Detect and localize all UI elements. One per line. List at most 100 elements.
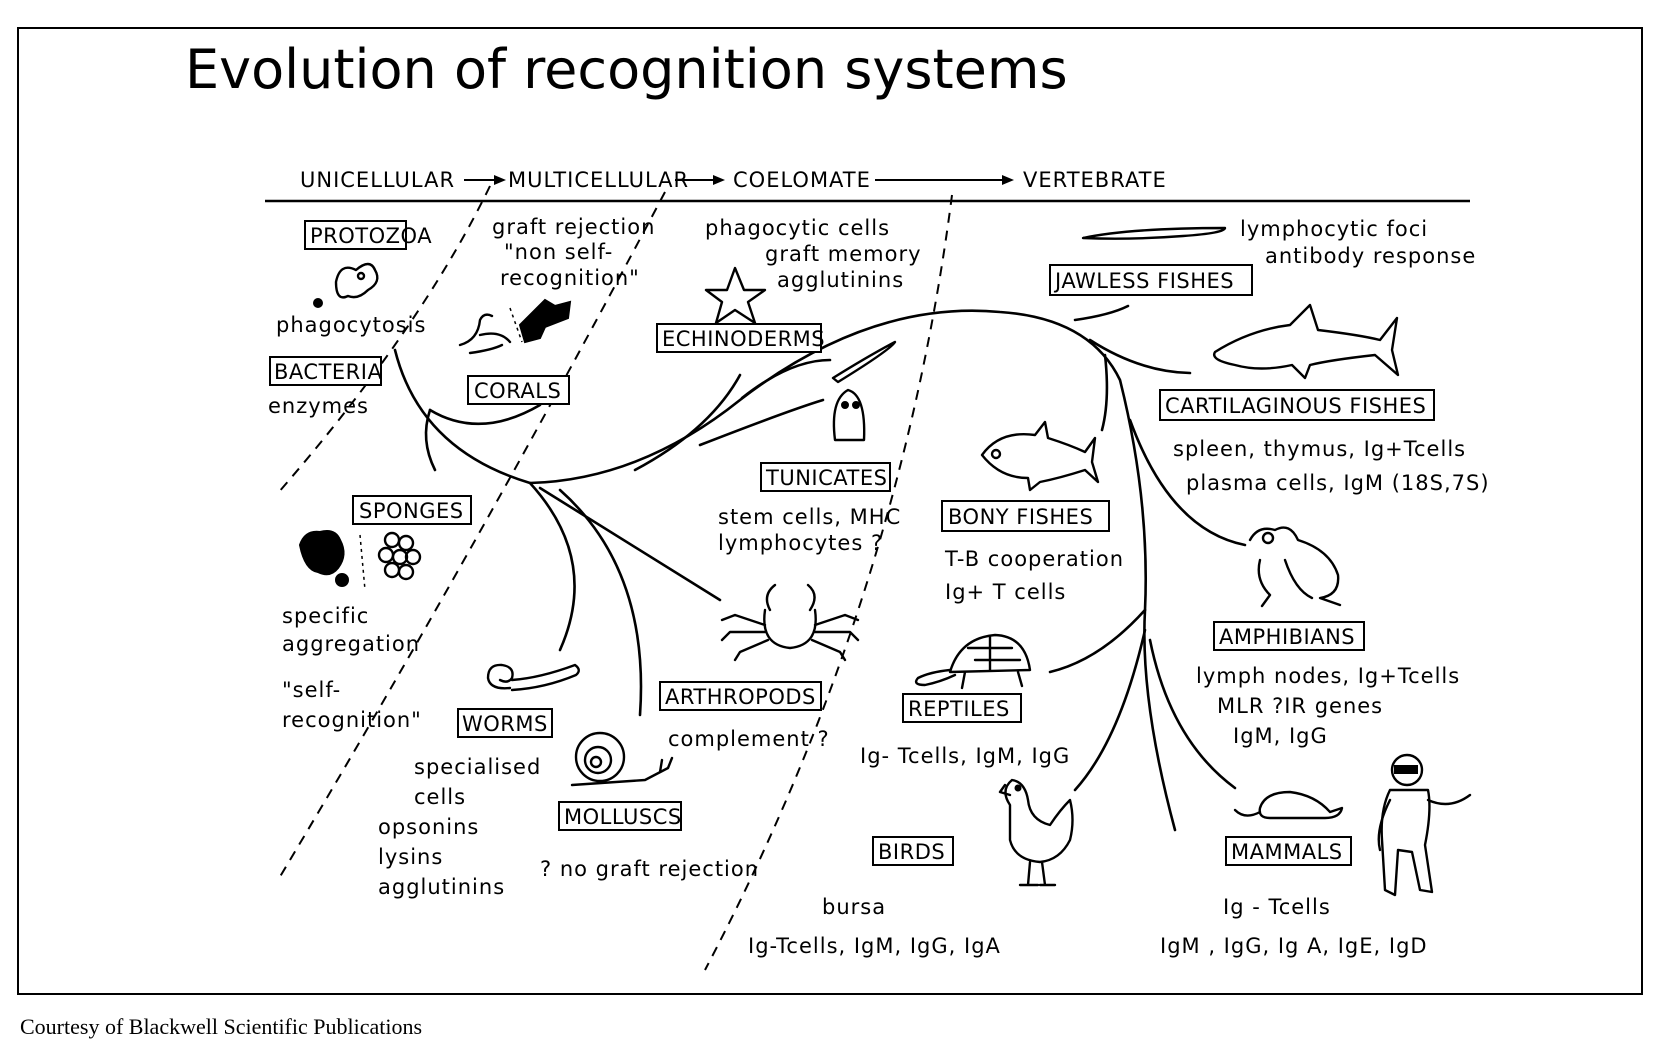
svg-text:BIRDS: BIRDS: [878, 840, 945, 864]
note-phagocytosis: phagocytosis: [276, 313, 426, 337]
note-agglutinins-1: agglutinins: [777, 268, 904, 292]
note-specific: specific: [282, 604, 369, 628]
group-protozoa: PROTOZOA: [304, 220, 432, 250]
credit-line: Courtesy of Blackwell Scientific Publica…: [20, 1014, 423, 1039]
svg-text:ECHINODERMS: ECHINODERMS: [662, 327, 825, 351]
note-antibody-response: antibody response: [1265, 244, 1476, 268]
boundary-unicellular: [277, 185, 491, 494]
boundary-coelomate: [704, 194, 953, 971]
arrow-3: [875, 175, 1014, 185]
phylogenetic-tree: [393, 304, 1247, 832]
note-stem-cells: stem cells, MHC: [718, 505, 901, 529]
group-corals: CORALS: [467, 375, 570, 405]
svg-text:JAWLESS FISHES: JAWLESS FISHES: [1053, 269, 1234, 293]
lancelet-icon: [831, 340, 897, 384]
recognition-evolution-diagram: Evolution of recognition systems UNICELL…: [17, 27, 1643, 995]
group-reptiles: REPTILES: [902, 693, 1022, 723]
note-cells: cells: [414, 785, 466, 809]
sponge-icon: [298, 530, 422, 591]
organism-illustrations: [298, 226, 1472, 897]
note-ig-t-birds: Ig-Tcells, IgM, IgG, IgA: [748, 934, 1001, 958]
svg-text:ARTHROPODS: ARTHROPODS: [665, 685, 816, 709]
lamprey-icon: [1081, 226, 1227, 240]
group-mammals: MAMMALS: [1225, 836, 1352, 866]
note-recognition-1: recognition": [500, 266, 640, 290]
note-self: "self-: [282, 678, 341, 702]
note-igm-igg-amph: IgM, IgG: [1233, 724, 1328, 748]
crab-icon: [720, 583, 860, 662]
branch-reptiles: [1048, 608, 1147, 674]
stage-vertebrate: VERTEBRATE: [1023, 168, 1167, 192]
note-graft-rejection: graft rejection: [492, 215, 655, 239]
group-echinoderms: ECHINODERMS: [656, 323, 825, 353]
note-igs-mammals: IgM , IgG, Ig A, IgE, IgD: [1160, 934, 1428, 958]
note-lysins: lysins: [378, 845, 443, 869]
note-ig-t-mammals: Ig - Tcells: [1223, 895, 1331, 919]
group-birds: BIRDS: [872, 836, 954, 866]
stage-boundaries: [277, 185, 953, 971]
branch-jawless: [1073, 304, 1130, 322]
diagram-title: Evolution of recognition systems: [185, 38, 1068, 101]
note-complement: complement ?: [668, 727, 830, 751]
stage-header: UNICELLULAR MULTICELLULAR COELOMATE VERT…: [265, 168, 1470, 203]
note-graft-memory: graft memory: [765, 242, 922, 266]
note-phagocytic-cells: phagocytic cells: [705, 216, 890, 240]
note-ig-t-reptiles: Ig- Tcells, IgM, IgG: [860, 744, 1070, 768]
group-labels: PROTOZOA BACTERIA CORALS ECHINODERMS SPO…: [269, 220, 1435, 866]
hen-icon: [998, 778, 1074, 887]
stage-unicellular: UNICELLULAR: [300, 168, 455, 192]
branch-mammals-right: [1148, 638, 1237, 790]
svg-text:SPONGES: SPONGES: [359, 499, 464, 523]
svg-text:CARTILAGINOUS FISHES: CARTILAGINOUS FISHES: [1165, 394, 1426, 418]
branch-bony: [1100, 353, 1109, 432]
svg-text:AMPHIBIANS: AMPHIBIANS: [1219, 625, 1355, 649]
boundary-multicellular: [277, 191, 666, 881]
group-molluscs: MOLLUSCS: [558, 801, 682, 831]
arrow-1: [464, 175, 506, 185]
note-specialised: specialised: [414, 755, 541, 779]
note-no-graft: ? no graft rejection: [540, 857, 759, 881]
shark-icon: [1213, 303, 1400, 380]
tunicate-icon: [832, 388, 866, 442]
group-cartilaginous-fishes: CARTILAGINOUS FISHES: [1159, 389, 1435, 421]
branch-molluscs: [558, 488, 643, 717]
group-bacteria: BACTERIA: [269, 356, 382, 386]
note-opsonins: opsonins: [378, 815, 479, 839]
svg-text:MAMMALS: MAMMALS: [1231, 840, 1343, 864]
branch-worms: [528, 481, 576, 652]
bony-fish-icon: [980, 420, 1100, 492]
worm-icon: [486, 663, 580, 692]
group-tunicates: TUNICATES: [760, 462, 891, 492]
note-recognition-2: recognition": [282, 708, 422, 732]
human-icon: [1377, 753, 1472, 897]
branch-corals: [428, 403, 542, 426]
branch-lancelet: [740, 358, 832, 400]
branch-birds: [1073, 628, 1147, 792]
stage-coelomate: COELOMATE: [733, 168, 871, 192]
note-non-self: "non self-: [504, 240, 613, 264]
frame: [17, 27, 1643, 995]
note-plasma-cells: plasma cells, IgM (18S,7S): [1186, 471, 1490, 495]
group-bony-fishes: BONY FISHES: [941, 500, 1110, 532]
group-worms: WORMS: [457, 708, 553, 738]
svg-text:BACTERIA: BACTERIA: [274, 360, 382, 384]
note-spleen: spleen, thymus, Ig+Tcells: [1173, 437, 1466, 461]
starfish-icon: [704, 266, 767, 325]
branch-tunicates: [698, 398, 825, 447]
protozoa-icon: [313, 262, 379, 308]
note-mlr: MLR ?IR genes: [1217, 694, 1383, 718]
snail-icon: [570, 731, 674, 787]
mouse-icon: [1233, 790, 1344, 820]
branch-echinoderms: [633, 373, 742, 472]
svg-text:MOLLUSCS: MOLLUSCS: [564, 805, 682, 829]
frog-icon: [1248, 526, 1342, 608]
note-bursa: bursa: [822, 895, 886, 919]
note-enzymes: enzymes: [268, 394, 369, 418]
arrow-2: [675, 175, 725, 185]
svg-text:PROTOZOA: PROTOZOA: [310, 224, 432, 248]
group-sponges: SPONGES: [352, 495, 472, 525]
coral-icon: [458, 298, 572, 355]
note-lymphocytes: lymphocytes ?: [718, 531, 883, 555]
branch-amphibians: [1128, 418, 1247, 547]
group-arthropods: ARTHROPODS: [659, 681, 822, 711]
